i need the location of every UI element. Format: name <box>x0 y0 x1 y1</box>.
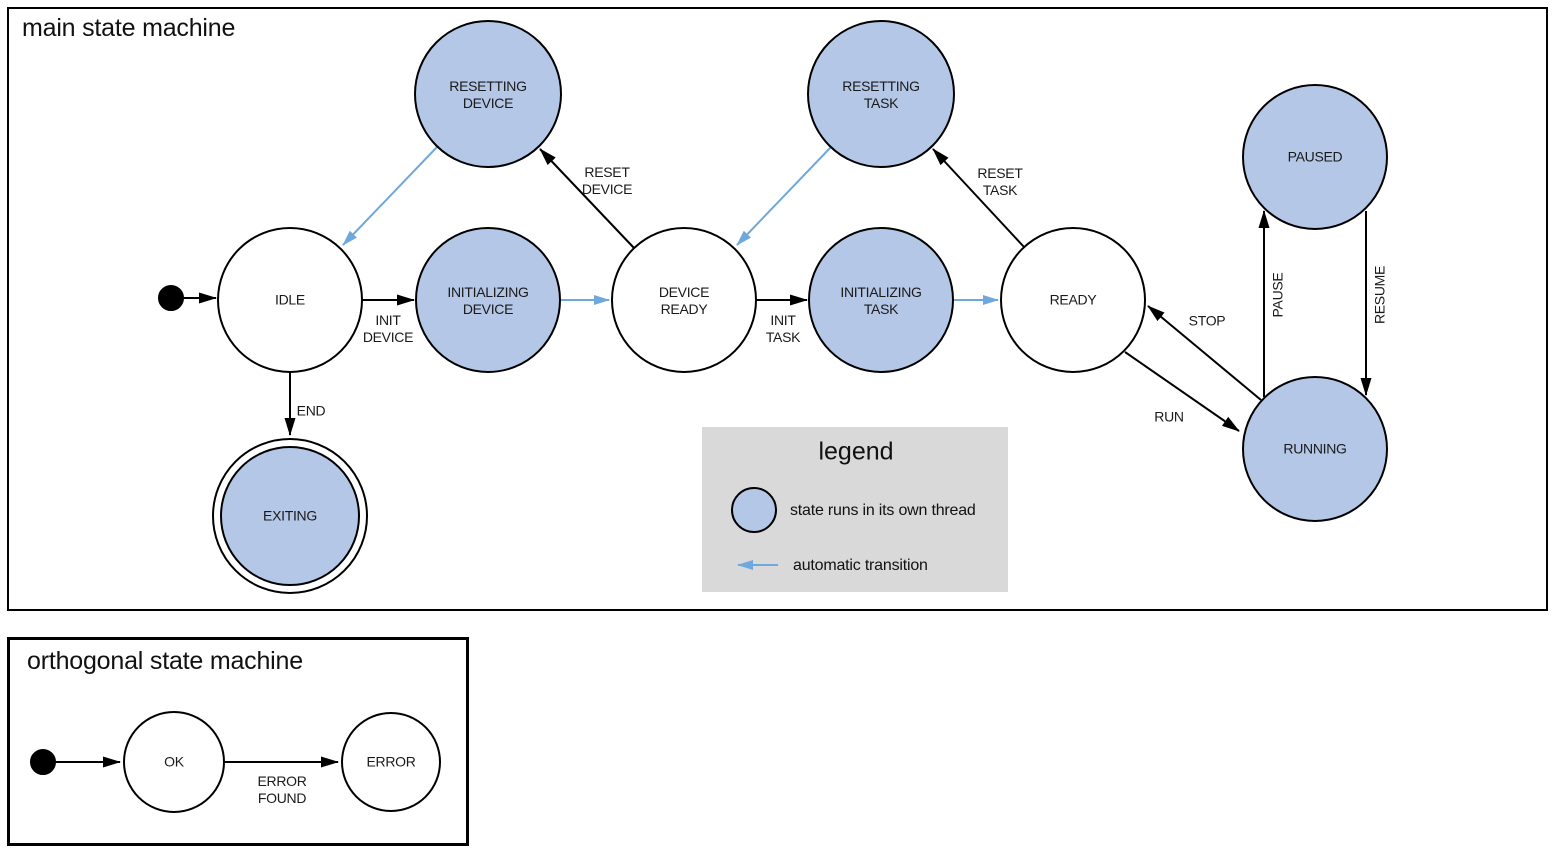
state-ok-label: OK <box>164 753 184 770</box>
orthogonal-state-machine-panel <box>7 637 469 846</box>
ortho-panel-title: orthogonal state machine <box>27 647 303 675</box>
state-initializing-device-circle <box>415 227 561 373</box>
legend-automatic-transition-label: automatic transition <box>793 557 928 574</box>
state-ready-label: READY <box>1049 291 1097 308</box>
main-state-machine-panel <box>7 7 1548 611</box>
transition-stop-label: STOP <box>1188 312 1226 329</box>
state-resetting-device-label: RESETTING DEVICE <box>449 77 527 111</box>
legend-thread-state-circle <box>731 487 777 533</box>
legend-title: legend <box>818 437 894 466</box>
transition-run-arrow <box>1124 351 1240 432</box>
automatic-transition-to-idle-arrow <box>342 146 438 246</box>
state-idle-circle <box>217 227 363 373</box>
state-device-ready-circle <box>611 227 757 373</box>
state-initializing-device-label: INITIALIZING DEVICE <box>447 283 529 317</box>
state-ok-circle <box>123 711 225 813</box>
state-exiting-label: EXITING <box>263 507 317 524</box>
state-ready-circle <box>1000 227 1146 373</box>
state-running-circle <box>1242 376 1388 522</box>
transition-init-device-label: INIT DEVICE <box>362 311 414 345</box>
state-resetting-device-circle <box>414 20 562 168</box>
transition-reset-device-arrow <box>539 148 635 249</box>
transition-run-label: RUN <box>1154 408 1184 425</box>
state-exiting-circle <box>220 446 360 586</box>
transition-reset-task-arrow <box>932 148 1025 248</box>
main-panel-title: main state machine <box>22 14 236 42</box>
initial-state-dot <box>158 285 184 311</box>
transition-resume-label: RESUME <box>1371 265 1388 325</box>
state-resetting-task-label: RESETTING TASK <box>842 77 920 111</box>
state-paused-circle <box>1242 84 1388 230</box>
ortho-initial-state-dot <box>30 749 56 775</box>
transition-reset-task-label: RESET TASK <box>977 164 1023 198</box>
transition-error-found-label: ERROR FOUND <box>257 772 307 806</box>
legend-thread-state-label: state runs in its own thread <box>790 502 976 519</box>
transition-end-label: END <box>296 402 326 419</box>
state-paused-label: PAUSED <box>1287 148 1343 165</box>
state-resetting-task-circle <box>807 20 955 168</box>
transition-init-task-label: INIT TASK <box>765 311 801 345</box>
state-running-label: RUNNING <box>1283 440 1347 457</box>
transition-stop-arrow <box>1147 305 1262 401</box>
state-error-circle <box>341 712 441 812</box>
state-initializing-task-label: INITIALIZING TASK <box>840 283 922 317</box>
state-device-ready-label: DEVICE READY <box>658 283 710 317</box>
transition-reset-device-label: RESET DEVICE <box>581 163 633 197</box>
state-error-label: ERROR <box>366 753 416 770</box>
state-idle-label: IDLE <box>275 291 305 308</box>
transition-pause-label: PAUSE <box>1269 272 1286 318</box>
automatic-transition-to-device-ready2-arrow <box>736 146 832 246</box>
state-initializing-task-circle <box>808 227 954 373</box>
